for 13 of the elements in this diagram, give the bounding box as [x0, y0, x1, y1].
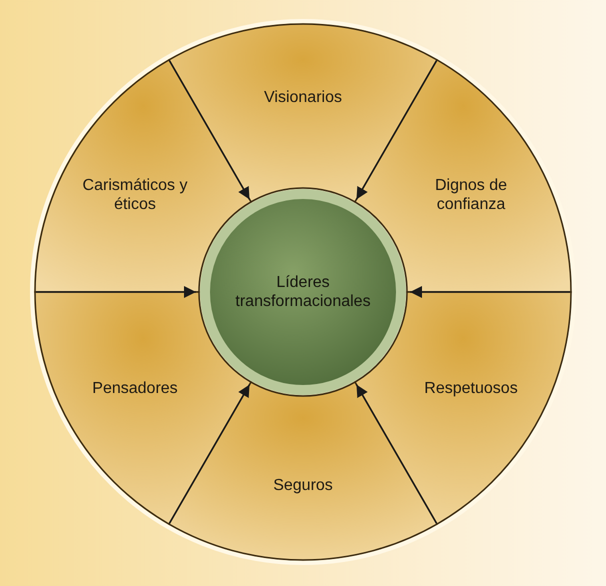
- arrow: [356, 60, 438, 200]
- arrow: [168, 384, 250, 524]
- arrow: [36, 286, 196, 298]
- center-label: Líderes transformacionales: [234, 272, 372, 312]
- segment-label: Dignos de confianza: [434, 176, 508, 214]
- segment-label: Respetuosos: [424, 379, 518, 399]
- segment-label: Seguros: [273, 476, 333, 496]
- segment-label: Pensadores: [92, 379, 178, 399]
- arrow: [410, 286, 570, 298]
- arrow: [168, 60, 250, 200]
- segment-label: Carismáticos y éticos: [82, 176, 188, 214]
- segment-label: Visionarios: [264, 88, 342, 108]
- arrow: [356, 384, 438, 524]
